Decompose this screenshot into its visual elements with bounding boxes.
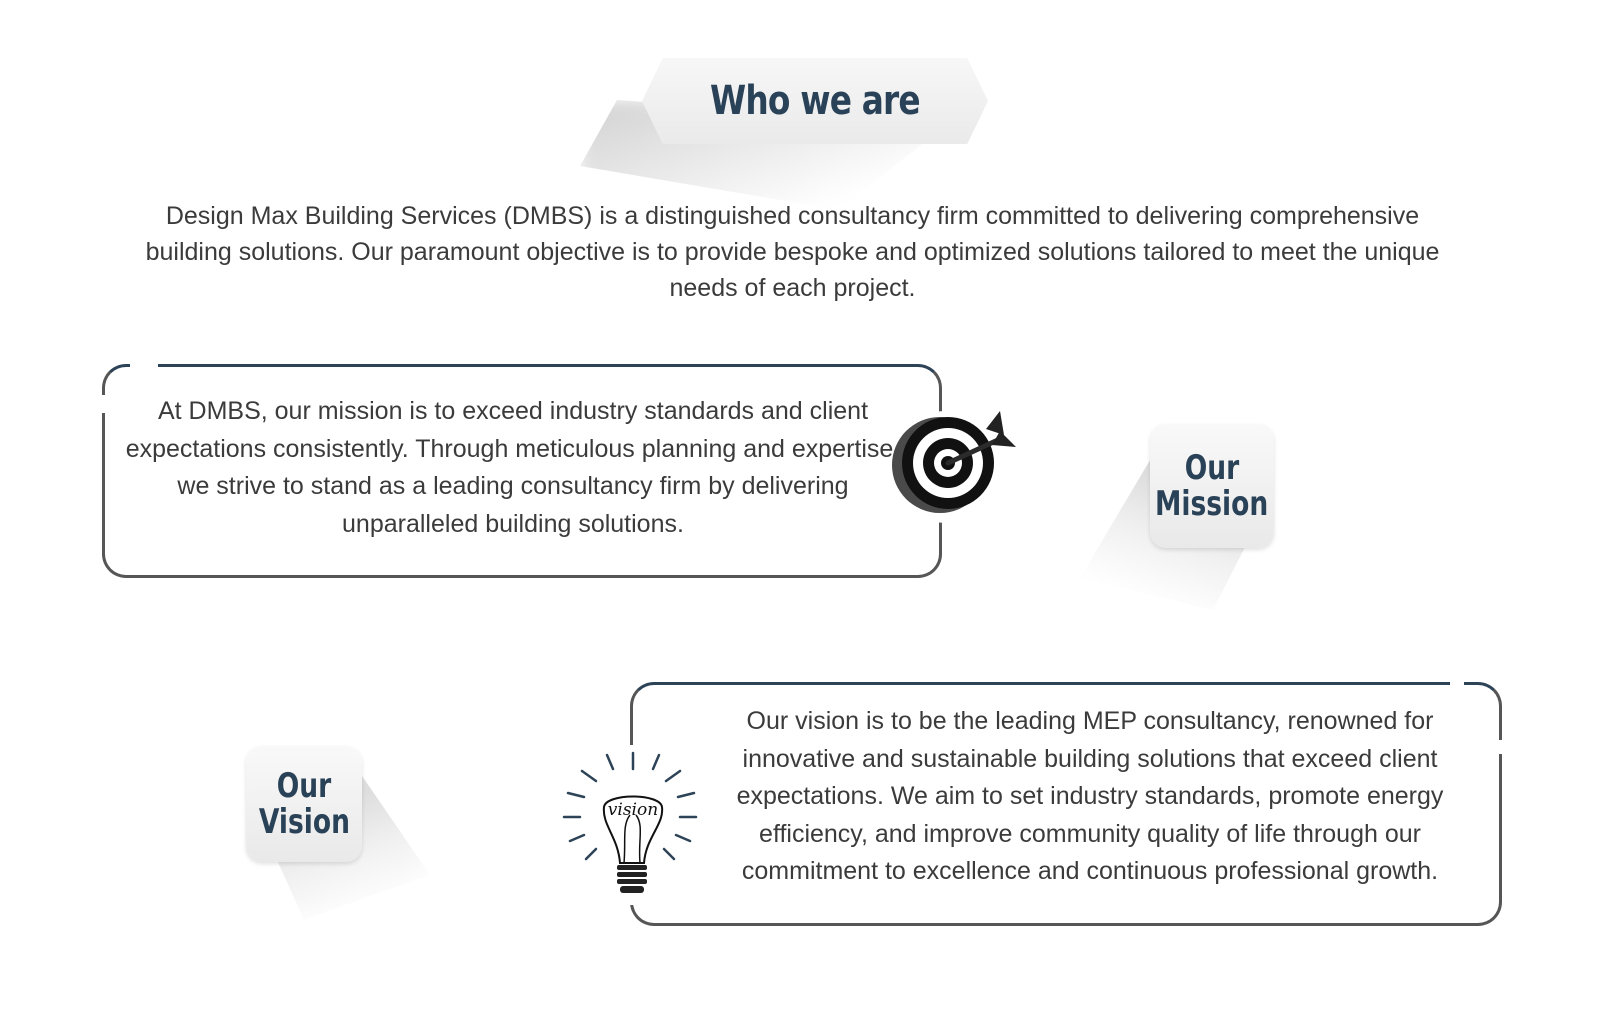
- intro-paragraph: Design Max Building Services (DMBS) is a…: [145, 202, 1440, 302]
- target-icon: [888, 405, 1018, 527]
- mission-text-box: [102, 364, 942, 578]
- mission-box-gap-top: [130, 360, 158, 368]
- vision-box-gap-top: [1450, 678, 1464, 686]
- vision-box-gap-right: [1496, 740, 1506, 754]
- section-title: Who we are: [710, 78, 921, 124]
- vision-badge-line1: Our: [276, 766, 332, 806]
- mission-paragraph: At DMBS, our mission is to exceed indust…: [125, 397, 901, 538]
- mission-badge-line1: Our: [1184, 448, 1240, 488]
- lightbulb-icon: vision: [560, 745, 700, 905]
- heading-badge-wrapper: Who we are: [560, 40, 990, 210]
- vision-badge-line2: Vision: [258, 802, 350, 842]
- heading-badge: Who we are: [642, 58, 988, 144]
- mission-box-gap-left: [98, 395, 106, 413]
- mission-badge: Our Mission: [1150, 424, 1274, 548]
- vision-badge: Our Vision: [246, 746, 362, 862]
- vision-text-box: [630, 682, 1502, 926]
- bulb-word: vision: [608, 800, 658, 820]
- mission-badge-line2: Mission: [1155, 484, 1269, 524]
- vision-paragraph: Our vision is to be the leading MEP cons…: [736, 707, 1444, 885]
- vision-box-gap-left: [626, 745, 636, 905]
